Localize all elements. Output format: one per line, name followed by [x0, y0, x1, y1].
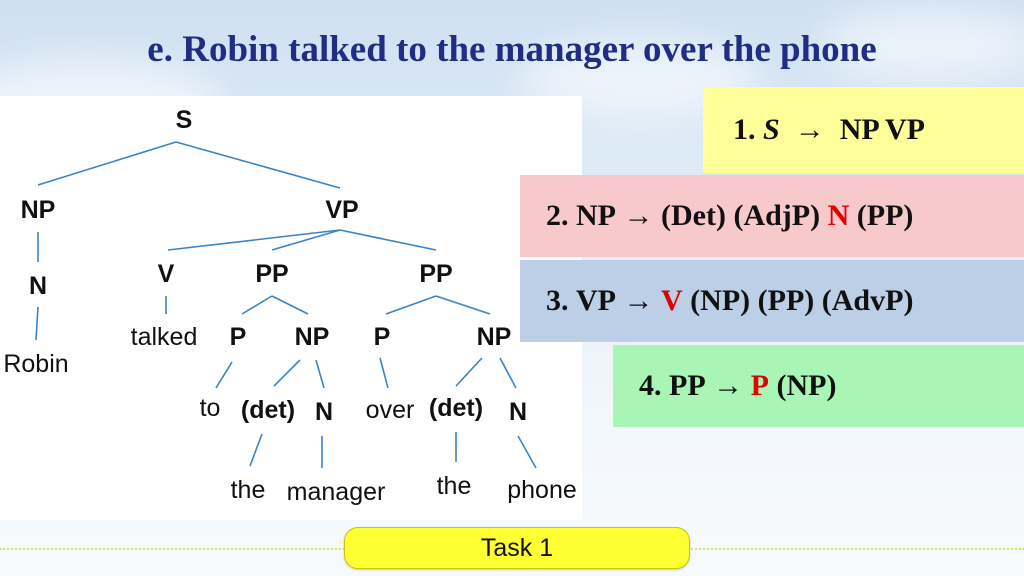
edge-S-VP	[175, 141, 341, 189]
node-NP: NP	[21, 196, 56, 224]
edge-N3-phone	[517, 435, 537, 469]
edge-det-the	[249, 433, 263, 467]
rule-optional: (NP) (PP) (AdvP)	[690, 284, 914, 317]
node-P: P	[230, 323, 247, 351]
node-S: S	[176, 106, 193, 134]
edge-PP2-P	[385, 295, 437, 315]
rule-number: 1.	[733, 113, 756, 146]
edge-PP1-NP	[271, 295, 309, 315]
word-robin: Robin	[3, 350, 68, 378]
word-talked: talked	[131, 323, 198, 351]
edge-P-to	[215, 361, 233, 389]
edge-PP2-NP	[435, 295, 491, 315]
word-to: to	[200, 394, 221, 422]
edge-NP-N2	[315, 359, 325, 389]
node-det: (det)	[241, 396, 295, 424]
node-VP: VP	[325, 196, 358, 224]
edge-NP-N3	[499, 357, 517, 389]
rule-optional: (PP)	[856, 199, 914, 232]
arrow-icon: →	[623, 199, 654, 232]
node-V: V	[158, 260, 175, 288]
edge-VP-V	[167, 229, 341, 251]
edge-S-NP	[37, 141, 177, 186]
node-P: P	[374, 323, 391, 351]
rule-s-expansion: 1. S → NP VP	[703, 87, 1024, 173]
rule-optional: (NP)	[776, 369, 837, 402]
rule-optional: (Det) (AdjP)	[661, 199, 821, 232]
rule-pp-expansion: 4. PP → P (NP)	[613, 345, 1024, 427]
arrow-icon: →	[794, 113, 825, 146]
tree-edges	[35, 141, 537, 469]
rule-head: V	[661, 284, 683, 317]
rule-number: 3.	[546, 284, 569, 317]
edge-PP1-P	[241, 295, 273, 315]
rule-head: N	[827, 199, 850, 232]
rule-head: P	[750, 369, 769, 402]
rule-lhs: NP	[576, 199, 616, 232]
edge-NP-det	[273, 359, 301, 387]
syntax-tree: S NP VP N Robin V PP PP talked P NP P NP…	[3, 106, 577, 506]
node-N: N	[509, 398, 527, 426]
word-phone: phone	[507, 476, 577, 504]
background-cloud	[820, 10, 1024, 80]
edge-VP-PP2	[339, 229, 437, 251]
edge-NP-det2	[455, 357, 483, 387]
arrow-icon: →	[713, 369, 744, 402]
node-NP: NP	[295, 323, 330, 351]
edge-N-Robin	[35, 306, 39, 341]
edge-P-over	[379, 357, 389, 389]
rule-vp-expansion: 3. VP → V (NP) (PP) (AdvP)	[520, 260, 1024, 342]
node-PP: PP	[255, 260, 288, 288]
word-over: over	[366, 396, 415, 424]
arrow-icon: →	[623, 284, 654, 317]
word-the: the	[231, 476, 266, 504]
rule-lhs: S	[763, 113, 780, 146]
word-manager: manager	[287, 478, 386, 506]
edge-VP-PP1	[271, 229, 341, 251]
node-N: N	[315, 398, 333, 426]
rule-lhs: VP	[576, 284, 616, 317]
rule-number: 4.	[639, 369, 662, 402]
word-the: the	[437, 472, 472, 500]
slide-title: e. Robin talked to the manager over the …	[147, 29, 877, 70]
node-N: N	[29, 272, 47, 300]
task-button[interactable]: Task 1	[344, 527, 690, 569]
rule-rhs: NP VP	[839, 113, 925, 146]
rule-number: 2.	[546, 199, 569, 232]
rule-np-expansion: 2. NP → (Det) (AdjP) N (PP)	[520, 175, 1024, 257]
rule-lhs: PP	[669, 369, 706, 402]
node-PP: PP	[419, 260, 452, 288]
node-det: (det)	[429, 394, 483, 422]
node-NP: NP	[477, 323, 512, 351]
